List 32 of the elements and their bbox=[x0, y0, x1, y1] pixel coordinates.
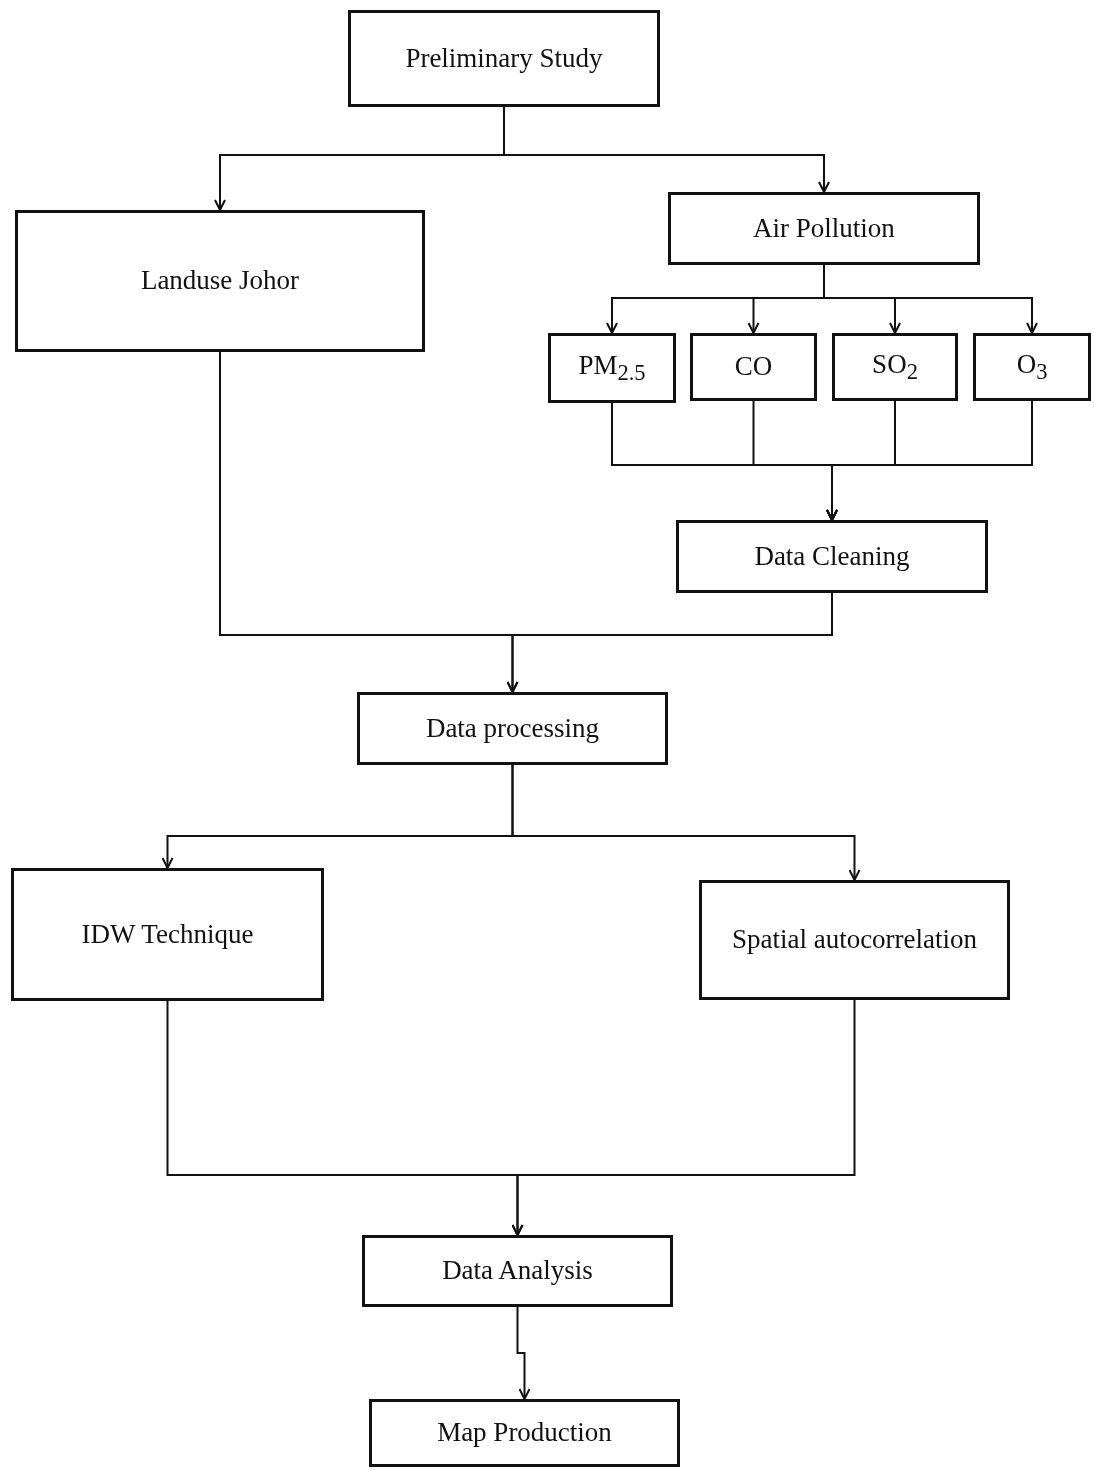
connector-arrow bbox=[516, 1306, 531, 1400]
process-box bbox=[668, 192, 980, 265]
box-label: Landuse Johor bbox=[140, 264, 300, 298]
box-label: PM$_{2.5}$ bbox=[578, 348, 646, 388]
box-label: Map Production bbox=[437, 1416, 612, 1450]
box-label: Air Pollution bbox=[753, 211, 895, 245]
box-label: CO bbox=[734, 350, 773, 384]
box-label: Data Cleaning bbox=[754, 539, 910, 573]
process-box bbox=[973, 333, 1091, 401]
box-label: Spatial autocorrelation bbox=[731, 923, 978, 957]
process-box bbox=[548, 333, 676, 403]
process-box bbox=[832, 333, 958, 401]
process-box bbox=[357, 692, 668, 765]
process-box bbox=[15, 210, 425, 352]
box-label: IDW Technique bbox=[81, 917, 254, 951]
process-box bbox=[676, 520, 988, 593]
box-label: SO$_{2}$ bbox=[872, 347, 918, 387]
process-box bbox=[362, 1235, 673, 1307]
box-label: O$_{3}$ bbox=[1016, 347, 1048, 387]
process-box bbox=[690, 333, 817, 401]
connector-arrow bbox=[511, 764, 861, 881]
box-label: Preliminary Study bbox=[405, 41, 603, 75]
connector-arrow bbox=[826, 400, 1033, 521]
connector-arrow bbox=[511, 999, 856, 1236]
process-box bbox=[369, 1399, 680, 1467]
connector-arrow bbox=[823, 264, 1038, 334]
connector-arrow bbox=[506, 592, 833, 693]
box-label: Data Analysis bbox=[442, 1254, 593, 1288]
box-label: Data processing bbox=[425, 711, 600, 745]
process-box bbox=[11, 868, 324, 1001]
process-box bbox=[699, 880, 1010, 1000]
process-box bbox=[348, 10, 660, 107]
